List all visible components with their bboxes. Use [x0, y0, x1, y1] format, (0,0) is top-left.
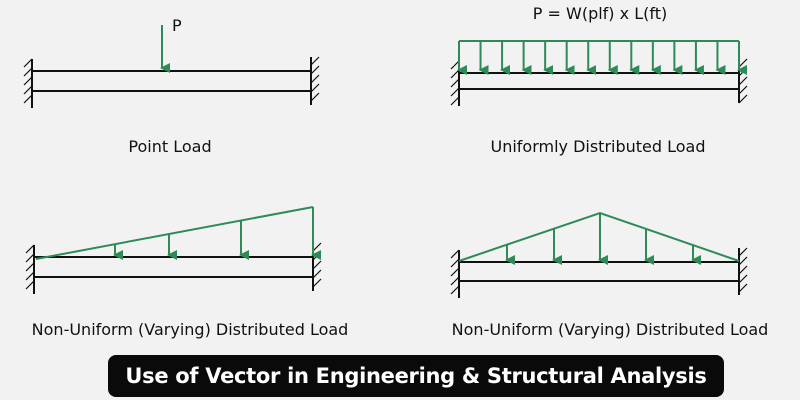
peaked-varying-load-diagram	[450, 211, 748, 298]
fixed-support-left	[23, 58, 33, 108]
fixed-support-right	[738, 58, 748, 104]
support-hatch	[25, 271, 35, 281]
support-hatch	[310, 65, 320, 75]
support-hatch	[310, 83, 320, 93]
support-hatch	[738, 274, 748, 284]
support-hatch	[25, 253, 35, 263]
support-hatch	[312, 269, 322, 279]
support-hatch	[450, 60, 460, 70]
udl-diagram	[450, 40, 748, 106]
support-hatch	[450, 258, 460, 268]
support-hatch	[738, 76, 748, 86]
support-hatch	[312, 278, 322, 288]
support-hatch	[312, 242, 322, 252]
support-hatch	[450, 96, 460, 106]
banner-title: Use of Vector in Engineering & Structura…	[125, 364, 707, 388]
support-hatch	[450, 87, 460, 97]
fixed-support-right	[312, 242, 322, 291]
support-hatch	[310, 74, 320, 84]
title-banner: Use of Vector in Engineering & Structura…	[108, 355, 724, 397]
caption-linear-varying-load: Non-Uniform (Varying) Distributed Load	[31, 320, 349, 339]
support-hatch	[23, 94, 33, 104]
load-envelope-line	[35, 206, 314, 260]
support-hatch	[450, 249, 460, 259]
support-hatch	[23, 67, 33, 77]
support-hatch	[310, 92, 320, 102]
support-hatch	[450, 267, 460, 277]
support-hatch	[312, 251, 322, 261]
fixed-support-right	[310, 56, 320, 105]
support-hatch	[738, 94, 748, 104]
support-hatch	[738, 283, 748, 293]
support-hatch	[23, 76, 33, 86]
support-hatch	[25, 280, 35, 290]
support-hatch	[738, 256, 748, 266]
fixed-support-left	[450, 60, 460, 106]
fixed-support-left	[25, 244, 35, 294]
support-hatch	[738, 67, 748, 77]
support-hatch	[738, 58, 748, 68]
fixed-support-right	[738, 247, 748, 295]
support-hatch	[450, 69, 460, 79]
point-load-symbol: P	[172, 16, 182, 35]
support-hatch	[310, 56, 320, 66]
support-hatch	[23, 58, 33, 68]
udl-formula: P = W(plf) x L(ft)	[532, 4, 668, 23]
support-hatch	[738, 85, 748, 95]
support-hatch	[23, 85, 33, 95]
support-hatch	[450, 285, 460, 295]
fixed-support-left	[450, 249, 460, 298]
support-hatch	[738, 247, 748, 257]
point-load-diagram	[23, 25, 320, 108]
caption-udl: Uniformly Distributed Load	[490, 137, 706, 156]
support-hatch	[25, 262, 35, 272]
support-hatch	[312, 260, 322, 270]
support-hatch	[450, 78, 460, 88]
caption-peaked-varying-load: Non-Uniform (Varying) Distributed Load	[451, 320, 769, 339]
support-hatch	[738, 265, 748, 275]
support-hatch	[25, 244, 35, 254]
caption-point-load: Point Load	[128, 137, 212, 156]
support-hatch	[450, 276, 460, 286]
linear-varying-load-diagram	[25, 206, 322, 294]
